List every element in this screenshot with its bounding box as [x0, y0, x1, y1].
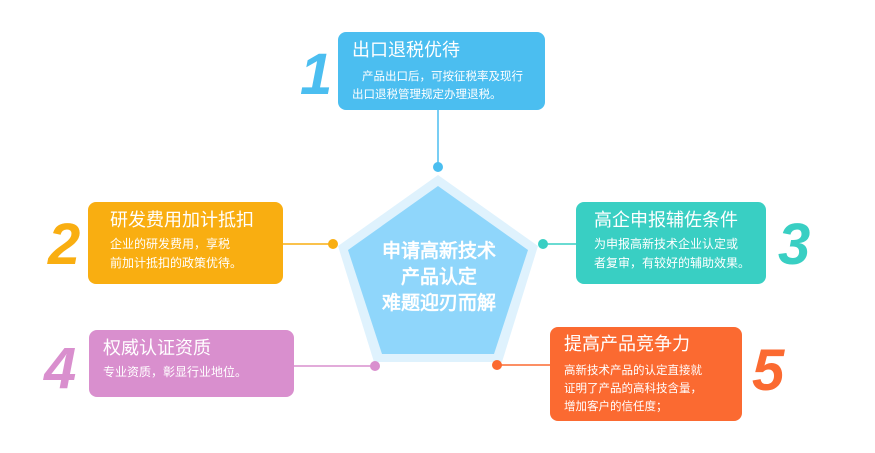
item-4-number: 4 [44, 336, 77, 401]
connector-dot-2 [328, 239, 338, 249]
item-1-desc: 产品出口后，可按征税率及现行 出口退税管理规定办理退税。 [352, 67, 535, 103]
item-2-number: 2 [48, 212, 81, 277]
item-2-card: 研发费用加计抵扣 企业的研发费用，享税 前加计抵扣的政策优待。 [88, 202, 283, 284]
item-3-card: 高企申报辅佐条件 为申报高新技术企业认定或 者复审，有较好的辅助效果。 [576, 202, 766, 284]
item-5-desc: 高新技术产品的认定直接就 证明了产品的高科技含量， 增加客户的信任度； [564, 361, 732, 415]
connector-dot-4 [370, 361, 380, 371]
connector-dot-5 [492, 360, 502, 370]
item-1-number: 1 [300, 42, 333, 107]
item-1-card: 出口退税优待 产品出口后，可按征税率及现行 出口退税管理规定办理退税。 [338, 32, 545, 110]
center-line-2: 产品认定 [400, 266, 477, 288]
item-2-desc: 企业的研发费用，享税 前加计抵扣的政策优待。 [110, 235, 273, 273]
item-1-title: 出口退税优待 [352, 40, 460, 61]
item-2-title: 研发费用加计抵扣 [110, 210, 254, 231]
item-5-card: 提高产品竞争力 高新技术产品的认定直接就 证明了产品的高科技含量， 增加客户的信… [550, 327, 742, 421]
item-5-title: 提高产品竞争力 [564, 334, 690, 355]
item-3-title: 高企申报辅佐条件 [594, 210, 738, 231]
item-3-desc-line-1: 为申报高新技术企业认定或 [594, 237, 739, 251]
item-4-desc-line-1: 专业资质，彰显行业地位。 [103, 365, 248, 379]
item-2-desc-line-2: 前加计抵扣的政策优待。 [110, 256, 243, 270]
item-5-number: 5 [752, 338, 785, 403]
item-2-desc-line-1: 企业的研发费用，享税 [110, 237, 231, 251]
item-4-desc: 专业资质，彰显行业地位。 [103, 363, 284, 382]
item-5-desc-line-3: 增加客户的信任度； [564, 399, 668, 413]
item-3-desc-line-2: 者复审，有较好的辅助效果。 [594, 256, 751, 270]
center-label: 申请高新技术 产品认定 难题迎刃而解 [352, 238, 526, 316]
center-line-1: 申请高新技术 [381, 240, 496, 262]
item-1-desc-line-1: 产品出口后，可按征税率及现行 [362, 69, 523, 83]
connector-dot-1 [433, 162, 443, 172]
item-4-title: 权威认证资质 [103, 338, 211, 359]
item-5-desc-line-1: 高新技术产品的认定直接就 [564, 363, 702, 377]
item-3-desc: 为申报高新技术企业认定或 者复审，有较好的辅助效果。 [594, 235, 756, 273]
item-3-number: 3 [778, 212, 811, 277]
connector-dot-3 [538, 239, 548, 249]
center-line-3: 难题迎刃而解 [381, 292, 496, 314]
center-pentagon [348, 186, 528, 354]
item-4-card: 权威认证资质 专业资质，彰显行业地位。 [89, 330, 294, 397]
item-5-desc-line-2: 证明了产品的高科技含量， [564, 381, 702, 395]
item-1-desc-line-2: 出口退税管理规定办理退税。 [352, 87, 502, 101]
